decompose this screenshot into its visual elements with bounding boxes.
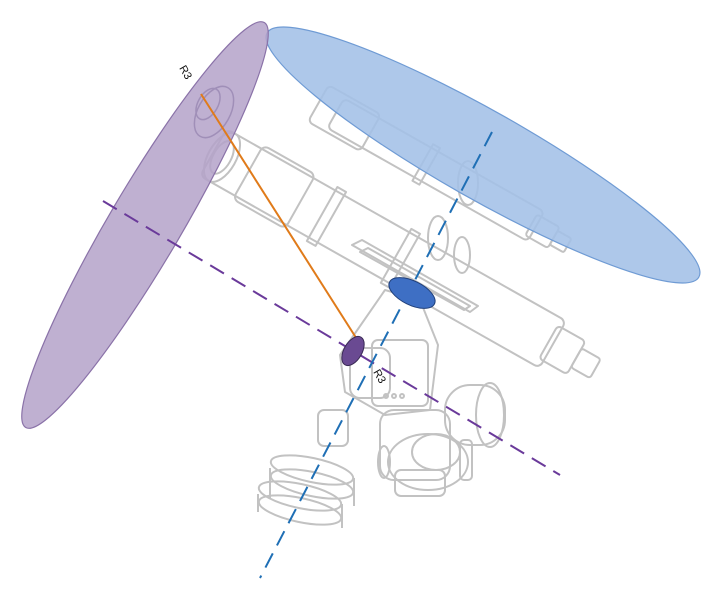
radius-line xyxy=(200,93,361,345)
dec-pivot-disc xyxy=(341,335,365,367)
ra-pivot-disc xyxy=(388,277,436,309)
declination-axis xyxy=(102,200,561,476)
tube-end-outline xyxy=(193,85,235,139)
dec-rotation-disc xyxy=(21,21,269,429)
radius-label-top: R3 xyxy=(176,64,193,82)
right-ascension-axis xyxy=(259,131,493,579)
ra-rotation-disc xyxy=(265,26,701,284)
